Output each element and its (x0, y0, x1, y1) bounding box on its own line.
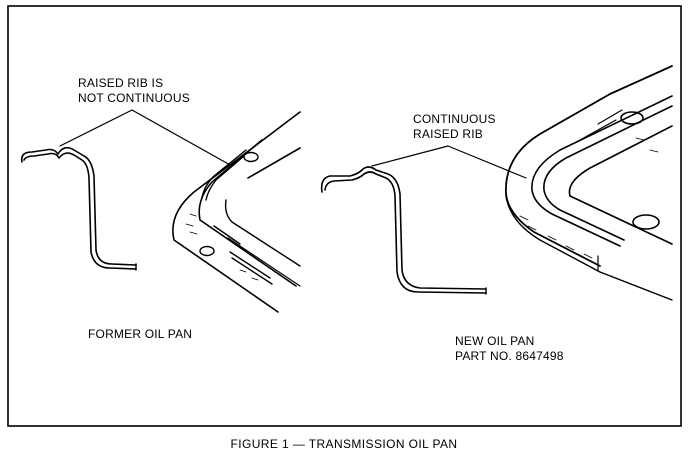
new-callout-line1: CONTINUOUS (413, 112, 496, 126)
former-callout-line1: RAISED RIB IS (78, 76, 164, 90)
former-rib-profile (20, 146, 137, 271)
new-callout-leaders (371, 145, 527, 179)
new-pan-label-line1: NEW OIL PAN (455, 334, 535, 348)
new-pan-part-number: PART NO. 8647498 (455, 349, 564, 363)
former-pan-label: FORMER OIL PAN (88, 327, 193, 341)
former-callout-leaders (59, 109, 233, 167)
figure-border (7, 5, 682, 427)
new-pan-corner (505, 65, 673, 301)
new-callout-line2: RAISED RIB (413, 127, 484, 141)
former-callout-line2: NOT CONTINUOUS (78, 91, 190, 105)
new-rib-profile (320, 166, 487, 295)
figure-caption: FIGURE 1 — TRANSMISSION OIL PAN (230, 437, 458, 451)
former-pan-corner (172, 111, 301, 313)
